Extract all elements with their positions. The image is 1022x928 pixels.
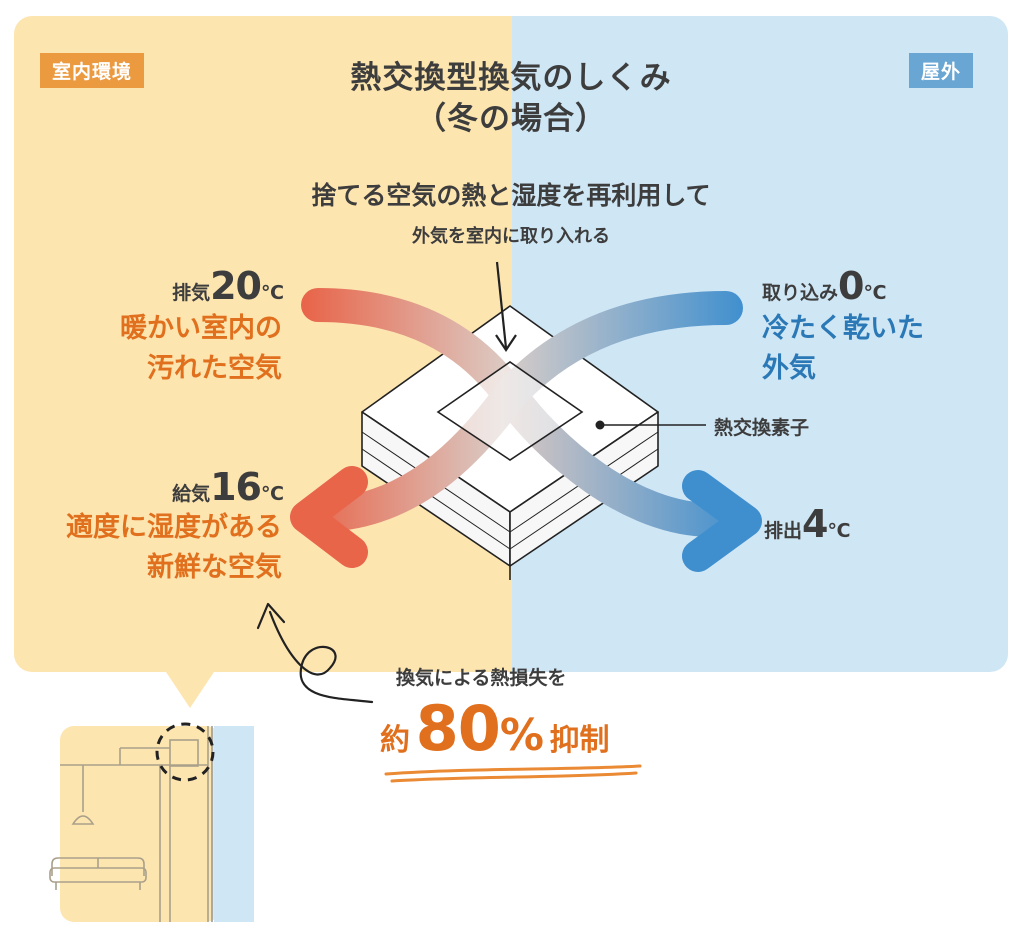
- supply-temp-unit: ℃: [260, 483, 284, 505]
- center-note-line1: 捨てる空気の熱と湿度を再利用して: [311, 181, 711, 210]
- intake-label: 取り込み: [762, 282, 839, 304]
- exhaust-desc-line2: 汚れた空気: [147, 353, 282, 384]
- reduction-percent: %: [499, 710, 544, 761]
- savings-underline: [384, 764, 642, 783]
- indoor-environment-tag: 室内環境: [40, 53, 145, 88]
- reduction-value: 80: [415, 692, 501, 765]
- reduction-prefix: 約: [380, 723, 410, 758]
- supply-arrowhead: [290, 466, 368, 568]
- intake-desc-line1: 冷たく乾いた: [762, 313, 924, 344]
- intake-description: 冷たく乾いた 外気: [762, 309, 924, 389]
- exhaust-desc-line1: 暖かい室内の: [120, 313, 282, 344]
- supply-desc-line2: 新鮮な空気: [147, 552, 282, 583]
- supply-temp-value: 16: [210, 465, 262, 509]
- center-note-line2: 外気を室内に取り入れる: [412, 226, 610, 247]
- supply-desc-line1: 適度に湿度がある: [66, 512, 282, 543]
- heat-exchange-element-label: 熱交換素子: [714, 417, 810, 439]
- intake-temp-unit: ℃: [863, 282, 887, 304]
- exhaust-label: 排気: [172, 282, 211, 304]
- discharge-temp-value: 4: [802, 502, 828, 546]
- exhaust-temp-label: 排気20℃: [172, 264, 284, 308]
- bubble-tail: [166, 672, 214, 708]
- diagram-title: 熱交換型換気のしくみ: [350, 60, 672, 96]
- reduction-suffix: 抑制: [549, 723, 610, 758]
- exhaust-temp-value: 20: [210, 264, 262, 308]
- curly-pointer-arrowhead: [256, 602, 286, 630]
- heat-loss-reduction: 約 80% 抑制: [380, 692, 610, 765]
- intake-temp-label: 取り込み0℃: [762, 264, 886, 308]
- discharge-temp-unit: ℃: [827, 520, 851, 542]
- curly-pointer-arrow: [268, 610, 374, 704]
- element-top-face: [436, 361, 584, 461]
- outdoor-tag: 屋外: [909, 53, 974, 88]
- element-leader-dot: [595, 420, 605, 430]
- house-inset-outdoor: [214, 726, 254, 922]
- discharge-arrowhead: [682, 470, 762, 572]
- house-illustration: [49, 726, 213, 922]
- supply-description: 適度に湿度がある 新鮮な空気: [66, 508, 282, 588]
- exhaust-temp-unit: ℃: [260, 282, 284, 304]
- discharge-label: 排出: [764, 520, 803, 542]
- diagram-subtitle: （冬の場合）: [415, 101, 607, 137]
- unit-highlight-circle: [155, 722, 215, 782]
- intake-desc-line2: 外気: [762, 353, 816, 384]
- note-pointer-arrow: [495, 261, 508, 349]
- note-pointer-arrowhead: [495, 334, 517, 352]
- supply-temp-label: 給気16℃: [172, 465, 284, 509]
- heat-loss-caption: 換気による熱損失を: [396, 667, 567, 689]
- exhaust-description: 暖かい室内の 汚れた空気: [120, 309, 282, 389]
- supply-label: 給気: [172, 483, 211, 505]
- house-inset-indoor: [60, 726, 220, 922]
- intake-temp-value: 0: [838, 264, 864, 308]
- discharge-temp-label: 排出4℃: [764, 502, 850, 546]
